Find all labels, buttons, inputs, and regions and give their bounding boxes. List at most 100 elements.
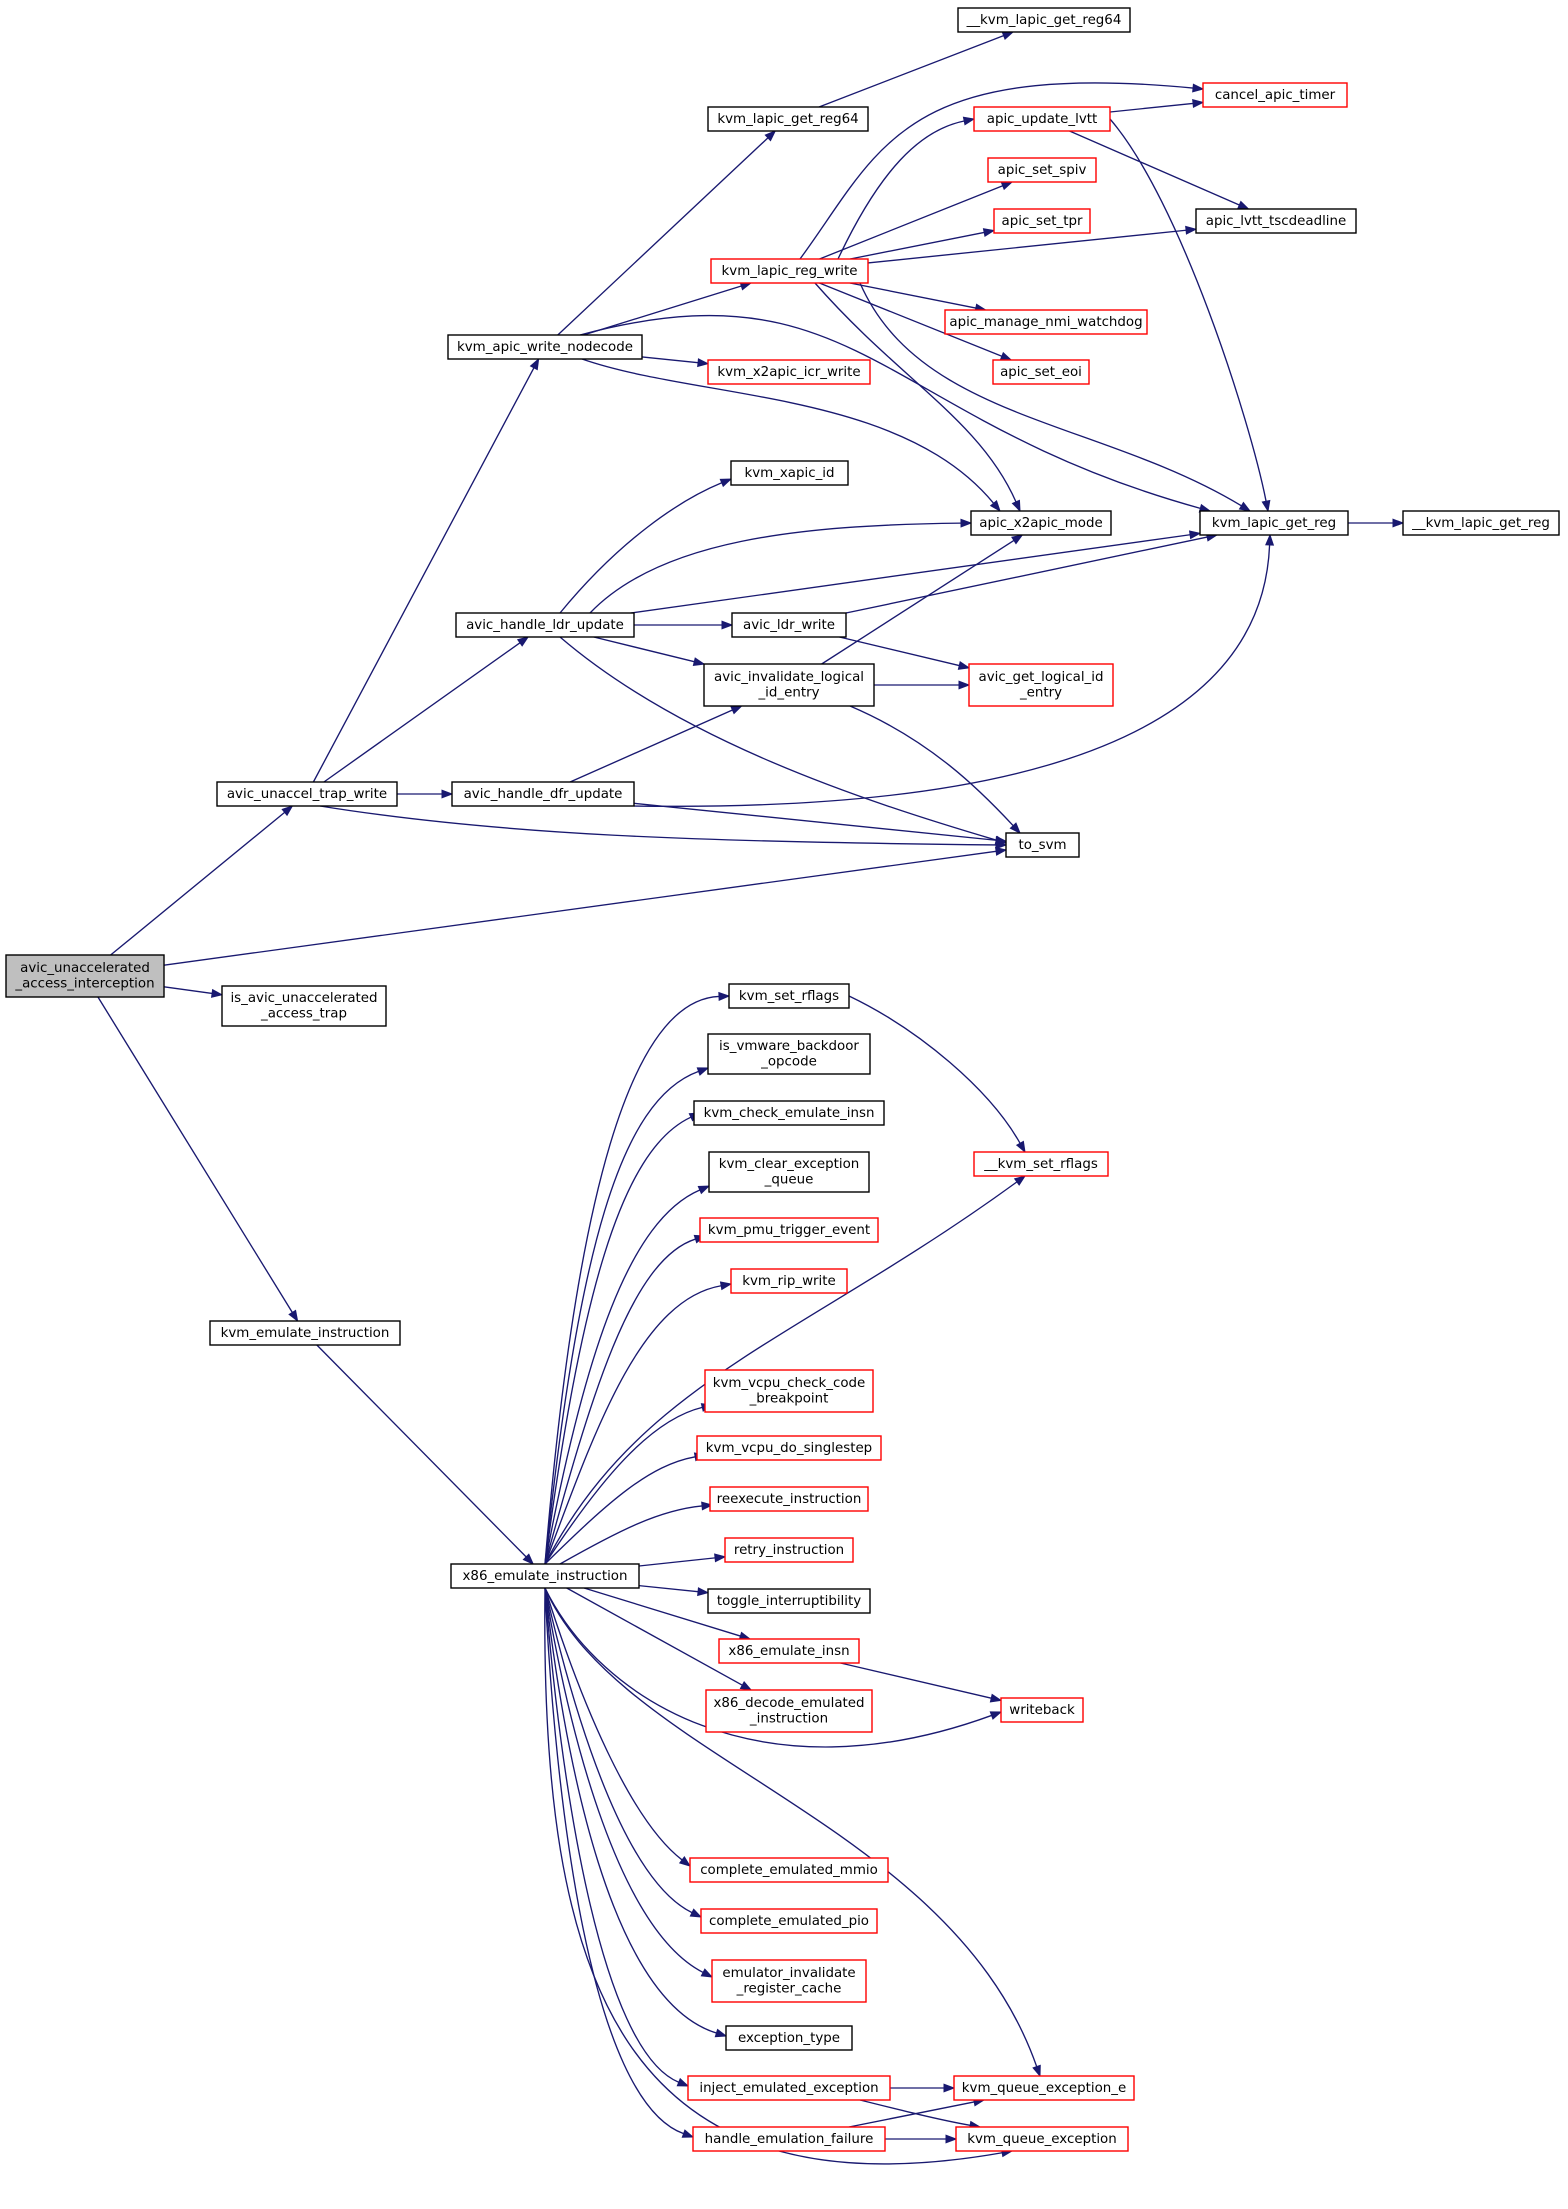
node-exception_type[interactable]: exception_type bbox=[725, 2025, 853, 2051]
node-box[interactable] bbox=[955, 2126, 1129, 2152]
node-x86_decode_emulated_instruction[interactable]: x86_decode_emulated_instruction bbox=[705, 1689, 873, 1733]
node-box[interactable] bbox=[968, 663, 1114, 707]
node-avic_handle_ldr_update[interactable]: avic_handle_ldr_update bbox=[455, 612, 635, 638]
node-kvm_vcpu_do_singlestep[interactable]: kvm_vcpu_do_singlestep bbox=[696, 1435, 882, 1461]
node-box[interactable] bbox=[447, 334, 643, 360]
node-box[interactable] bbox=[708, 1151, 870, 1193]
node-kvm_lapic_get_reg[interactable]: kvm_lapic_get_reg bbox=[1199, 510, 1349, 536]
node-box[interactable] bbox=[704, 1369, 874, 1413]
node-box[interactable] bbox=[693, 1100, 885, 1126]
node-box[interactable] bbox=[687, 2075, 891, 2101]
node-box[interactable] bbox=[5, 954, 165, 998]
node-avic_unaccel_trap_write[interactable]: avic_unaccel_trap_write bbox=[216, 781, 398, 807]
node-retry_instruction[interactable]: retry_instruction bbox=[724, 1537, 854, 1563]
node-box[interactable] bbox=[692, 2126, 886, 2152]
node-box[interactable] bbox=[730, 1268, 848, 1294]
node-box[interactable] bbox=[707, 1588, 871, 1614]
node-box[interactable] bbox=[1199, 510, 1349, 536]
node-apic_set_tpr[interactable]: apic_set_tpr bbox=[993, 208, 1091, 234]
node-box[interactable] bbox=[987, 157, 1097, 183]
node-box[interactable] bbox=[1202, 82, 1348, 108]
node-avic_handle_dfr_update[interactable]: avic_handle_dfr_update bbox=[451, 781, 635, 807]
node-box[interactable] bbox=[957, 7, 1131, 33]
node-kvm_lapic_reg_write[interactable]: kvm_lapic_reg_write bbox=[710, 258, 869, 284]
node-kvm_queue_exception_e[interactable]: kvm_queue_exception_e bbox=[953, 2075, 1135, 2101]
node-avic_invalidate_logical_id_entry[interactable]: avic_invalidate_logical_id_entry bbox=[703, 663, 875, 707]
node-apic_manage_nmi_watchdog[interactable]: apic_manage_nmi_watchdog bbox=[944, 309, 1148, 335]
node-kvm_pmu_trigger_event[interactable]: kvm_pmu_trigger_event bbox=[699, 1217, 879, 1243]
node-box[interactable] bbox=[731, 612, 847, 638]
node-x86_emulate_instruction[interactable]: x86_emulate_instruction bbox=[450, 1563, 640, 1589]
node-__kvm_set_rflags[interactable]: __kvm_set_rflags bbox=[973, 1151, 1109, 1177]
node-apic_update_lvtt[interactable]: apic_update_lvtt bbox=[973, 106, 1111, 132]
node-apic_set_eoi[interactable]: apic_set_eoi bbox=[992, 359, 1090, 385]
node-box[interactable] bbox=[710, 258, 869, 284]
node-inject_emulated_exception[interactable]: inject_emulated_exception bbox=[687, 2075, 891, 2101]
node-box[interactable] bbox=[209, 1320, 401, 1346]
node-root[interactable]: avic_unaccelerated_access_interception bbox=[5, 954, 165, 998]
node-box[interactable] bbox=[973, 1151, 1109, 1177]
node-box[interactable] bbox=[455, 612, 635, 638]
node-reexecute_instruction[interactable]: reexecute_instruction bbox=[709, 1486, 869, 1512]
node-box[interactable] bbox=[1402, 510, 1560, 536]
node-kvm_queue_exception[interactable]: kvm_queue_exception bbox=[955, 2126, 1129, 2152]
node-box[interactable] bbox=[1005, 832, 1080, 858]
node-kvm_lapic_get_reg64[interactable]: kvm_lapic_get_reg64 bbox=[707, 106, 869, 132]
node-complete_emulated_pio[interactable]: complete_emulated_pio bbox=[700, 1908, 878, 1934]
node-__kvm_lapic_get_reg64[interactable]: __kvm_lapic_get_reg64 bbox=[957, 7, 1131, 33]
node-box[interactable] bbox=[699, 1217, 879, 1243]
node-box[interactable] bbox=[696, 1435, 882, 1461]
node-box[interactable] bbox=[993, 208, 1091, 234]
node-writeback[interactable]: writeback bbox=[1000, 1697, 1084, 1723]
node-box[interactable] bbox=[216, 781, 398, 807]
node-is_vmware_backdoor_opcode[interactable]: is_vmware_backdoor_opcode bbox=[707, 1033, 871, 1075]
node-is_avic_unaccelerated_access_trap[interactable]: is_avic_unaccelerated_access_trap bbox=[221, 985, 387, 1027]
node-emulator_invalidate_register_cache[interactable]: emulator_invalidate_register_cache bbox=[711, 1959, 867, 2003]
node-box[interactable] bbox=[451, 781, 635, 807]
node-box[interactable] bbox=[725, 2025, 853, 2051]
node-apic_lvtt_tscdeadline[interactable]: apic_lvtt_tscdeadline bbox=[1195, 208, 1357, 234]
node-kvm_vcpu_check_code_breakpoint[interactable]: kvm_vcpu_check_code_breakpoint bbox=[704, 1369, 874, 1413]
node-kvm_clear_exception_queue[interactable]: kvm_clear_exception_queue bbox=[708, 1151, 870, 1193]
node-to_svm[interactable]: to_svm bbox=[1005, 832, 1080, 858]
node-toggle_interruptibility[interactable]: toggle_interruptibility bbox=[707, 1588, 871, 1614]
node-box[interactable] bbox=[700, 1908, 878, 1934]
node-kvm_check_emulate_insn[interactable]: kvm_check_emulate_insn bbox=[693, 1100, 885, 1126]
node-box[interactable] bbox=[973, 106, 1111, 132]
node-complete_emulated_mmio[interactable]: complete_emulated_mmio bbox=[689, 1857, 889, 1883]
node-avic_ldr_write[interactable]: avic_ldr_write bbox=[731, 612, 847, 638]
node-kvm_xapic_id[interactable]: kvm_xapic_id bbox=[730, 460, 849, 486]
node-box[interactable] bbox=[709, 1486, 869, 1512]
node-kvm_x2apic_icr_write[interactable]: kvm_x2apic_icr_write bbox=[707, 359, 871, 385]
node-apic_set_spiv[interactable]: apic_set_spiv bbox=[987, 157, 1097, 183]
node-box[interactable] bbox=[724, 1537, 854, 1563]
node-kvm_emulate_instruction[interactable]: kvm_emulate_instruction bbox=[209, 1320, 401, 1346]
node-box[interactable] bbox=[730, 460, 849, 486]
node-box[interactable] bbox=[703, 663, 875, 707]
node-kvm_apic_write_nodecode[interactable]: kvm_apic_write_nodecode bbox=[447, 334, 643, 360]
node-box[interactable] bbox=[1195, 208, 1357, 234]
node-kvm_set_rflags[interactable]: kvm_set_rflags bbox=[728, 983, 850, 1009]
node-handle_emulation_failure[interactable]: handle_emulation_failure bbox=[692, 2126, 886, 2152]
node-box[interactable] bbox=[705, 1689, 873, 1733]
node-box[interactable] bbox=[221, 985, 387, 1027]
node-box[interactable] bbox=[707, 1033, 871, 1075]
node-box[interactable] bbox=[944, 309, 1148, 335]
node-box[interactable] bbox=[992, 359, 1090, 385]
node-box[interactable] bbox=[728, 983, 850, 1009]
node-apic_x2apic_mode[interactable]: apic_x2apic_mode bbox=[970, 510, 1112, 536]
node-box[interactable] bbox=[707, 106, 869, 132]
node-box[interactable] bbox=[711, 1959, 867, 2003]
node-x86_emulate_insn[interactable]: x86_emulate_insn bbox=[718, 1638, 860, 1664]
node-box[interactable] bbox=[953, 2075, 1135, 2101]
node-avic_get_logical_id_entry[interactable]: avic_get_logical_id_entry bbox=[968, 663, 1114, 707]
node-box[interactable] bbox=[689, 1857, 889, 1883]
node-__kvm_lapic_get_reg[interactable]: __kvm_lapic_get_reg bbox=[1402, 510, 1560, 536]
node-box[interactable] bbox=[970, 510, 1112, 536]
node-kvm_rip_write[interactable]: kvm_rip_write bbox=[730, 1268, 848, 1294]
node-box[interactable] bbox=[707, 359, 871, 385]
node-box[interactable] bbox=[1000, 1697, 1084, 1723]
node-cancel_apic_timer[interactable]: cancel_apic_timer bbox=[1202, 82, 1348, 108]
node-box[interactable] bbox=[718, 1638, 860, 1664]
node-box[interactable] bbox=[450, 1563, 640, 1589]
